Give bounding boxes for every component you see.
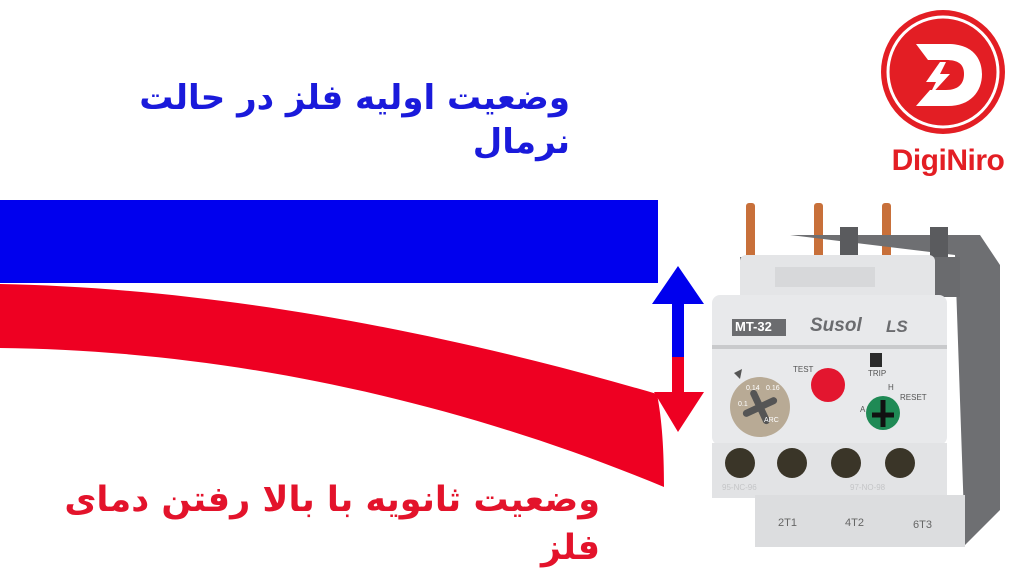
terminal-6t3: 6T3 (913, 519, 932, 531)
diginiro-logo: DigiNiro (878, 10, 1008, 185)
dial-value-1: 0.1 (738, 401, 748, 408)
dial-value-3: 0.16 (766, 385, 780, 392)
maker-label: LS (886, 317, 908, 336)
aux-contact-left: 95-NC-96 (722, 483, 757, 492)
reset-label: RESET (900, 393, 927, 402)
diginiro-d-icon (881, 10, 1005, 134)
test-label: TEST (793, 365, 814, 374)
normal-metal-strip (0, 200, 658, 283)
terminal-2t1: 2T1 (778, 517, 797, 529)
deflection-arrow-icon (652, 266, 704, 432)
dial-value-2: 0.14 (746, 385, 760, 392)
model-label: MT-32 (735, 319, 772, 334)
bent-metal-strip (0, 284, 664, 487)
aux-contact-right: 97-NO-98 (850, 483, 886, 492)
normal-state-caption: وضعیت اولیه فلز در حالت نرمال (139, 78, 570, 162)
brand-name: DigiNiro (891, 144, 1005, 177)
trip-label: TRIP (868, 369, 887, 378)
heated-state-caption: وضعیت ثانویه با بالا رفتن دمای فلز (64, 480, 600, 568)
dial-marking: ARC (764, 417, 779, 424)
thermal-overload-relay: MT-32 Susol LS TEST TRIP H RESET A 0.1 0… (700, 195, 1020, 555)
terminal-4t2: 4T2 (845, 517, 864, 529)
h-label: H (888, 383, 894, 392)
a-label: A (860, 405, 866, 414)
series-label: Susol (810, 315, 862, 336)
